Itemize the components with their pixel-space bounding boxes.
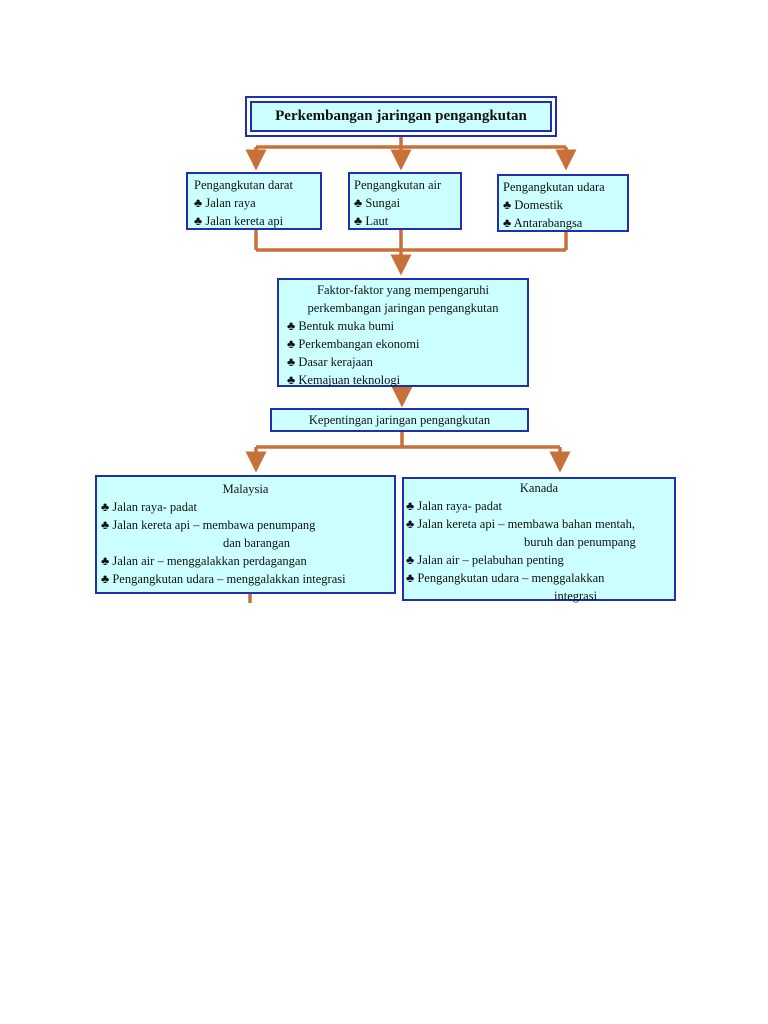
list-item-continuation: buruh dan penumpang	[524, 535, 636, 549]
list-item: ♣ Jalan kereta api	[194, 214, 284, 228]
mode-heading: Pengangkutan air	[354, 178, 442, 192]
title-box: Perkembangan jaringan pengangkutan	[245, 96, 557, 137]
factors-heading-line2: perkembangan jaringan pengangkutan	[307, 301, 499, 315]
list-item-continuation: integrasi	[554, 589, 598, 603]
mode-box-darat: Pengangkutan darat ♣ Jalan raya ♣ Jalan …	[186, 172, 322, 230]
list-item: ♣ Jalan kereta api – membawa penumpang	[101, 518, 316, 532]
list-item: ♣ Dasar kerajaan	[287, 355, 373, 369]
mode-box-udara: Pengangkutan udara ♣ Domestik ♣ Antaraba…	[497, 174, 629, 232]
list-item: ♣ Laut	[354, 214, 389, 228]
factors-heading-line1: Faktor-faktor yang mempengaruhi	[317, 283, 489, 297]
list-item-continuation: dan barangan	[223, 536, 290, 550]
mode-box-air: Pengangkutan air ♣ Sungai ♣ Laut	[348, 172, 462, 230]
list-item: ♣ Pengangkutan udara – menggalakkan inte…	[101, 572, 346, 586]
list-item: ♣ Antarabangsa	[503, 216, 583, 230]
diagram-title: Perkembangan jaringan pengangkutan	[250, 101, 552, 132]
list-item: ♣ Domestik	[503, 198, 563, 212]
mode-heading: Pengangkutan darat	[194, 178, 293, 192]
list-item: ♣ Jalan air – pelabuhan penting	[406, 553, 564, 567]
list-item: ♣ Jalan kereta api – membawa bahan menta…	[406, 517, 635, 531]
list-item: ♣ Sungai	[354, 196, 401, 210]
mode-heading: Pengangkutan udara	[503, 180, 605, 194]
list-item: ♣ Kemajuan teknologi	[287, 373, 401, 387]
list-item: ♣ Jalan raya	[194, 196, 256, 210]
importance-box: Kepentingan jaringan pengangkutan	[270, 408, 529, 432]
kanada-box: Kanada ♣ Jalan raya- padat ♣ Jalan keret…	[402, 477, 676, 603]
list-item: ♣ Jalan raya- padat	[101, 500, 198, 514]
list-item: ♣ Perkembangan ekonomi	[287, 337, 420, 351]
list-item: ♣ Pengangkutan udara – menggalakkan	[406, 571, 605, 585]
list-item: ♣ Jalan raya- padat	[406, 499, 503, 513]
importance-label: Kepentingan jaringan pengangkutan	[308, 413, 491, 427]
malaysia-heading: Malaysia	[222, 482, 269, 496]
list-item: ♣ Jalan air – menggalakkan perdagangan	[101, 554, 307, 568]
list-item: ♣ Bentuk muka bumi	[287, 319, 395, 333]
kanada-heading: Kanada	[519, 481, 559, 495]
factors-box: Faktor-faktor yang mempengaruhi perkemba…	[277, 278, 529, 387]
malaysia-box: Malaysia ♣ Jalan raya- padat ♣ Jalan ker…	[95, 475, 396, 594]
